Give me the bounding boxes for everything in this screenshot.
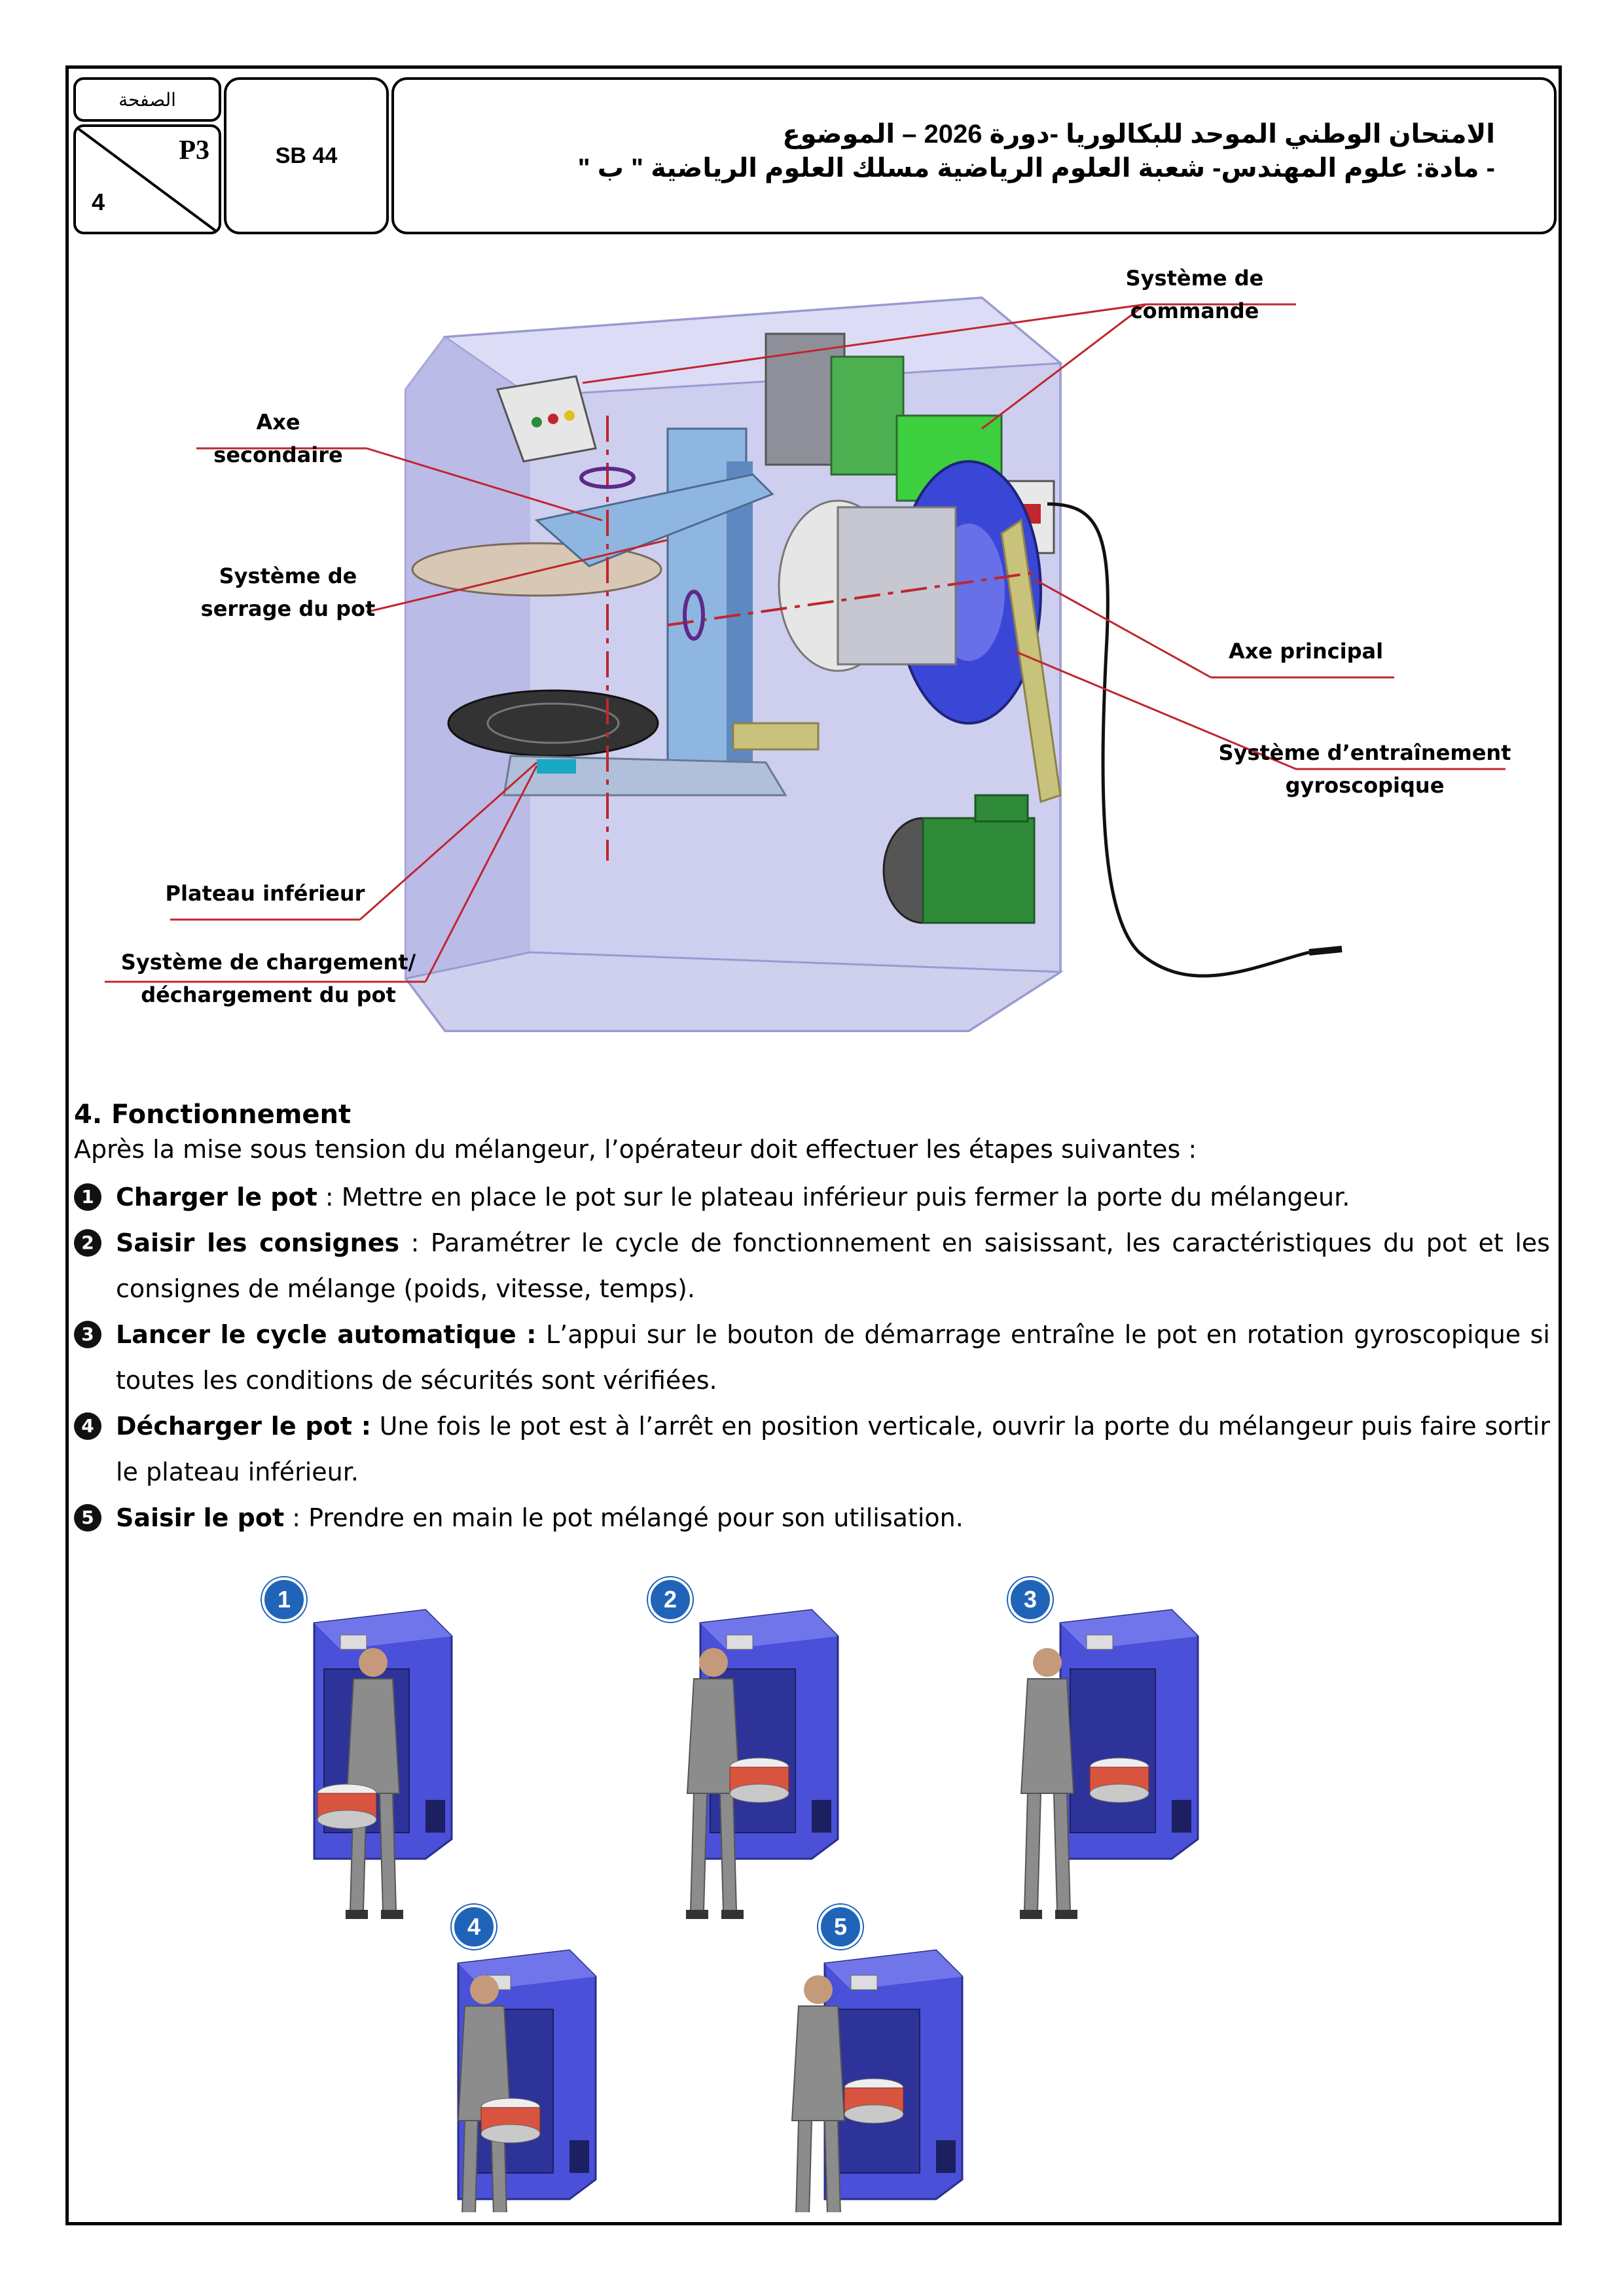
page-label: الصفحة: [118, 89, 176, 110]
step-badge-2: 2: [648, 1577, 693, 1622]
callout-systeme-entrainement: Système d’entraînement gyroscopique: [1211, 736, 1519, 802]
callout-axe-principal: Axe principal: [1228, 639, 1384, 664]
step-label: Décharger le pot :: [116, 1412, 371, 1441]
page-number: P3: [179, 135, 209, 166]
subject-code-box: SB 44: [224, 77, 389, 234]
fonctionnement-section: 4. Fonctionnement Après la mise sous ten…: [74, 1100, 1550, 1541]
step-4: 4 Décharger le pot : Une fois le pot est…: [74, 1403, 1550, 1495]
step-number-badge: 5: [74, 1504, 101, 1532]
step-3: 3 Lancer le cycle automatique : L’appui …: [74, 1312, 1550, 1403]
step-number-badge: 2: [74, 1229, 101, 1257]
step-number-badge: 3: [74, 1321, 101, 1348]
exam-title: الامتحان الوطني الموحد للبكالوريا -دورة …: [782, 120, 1495, 149]
mixer-diagram-image: [105, 296, 1506, 1032]
step-2: 2 Saisir les consignes : Paramétrer le c…: [74, 1220, 1550, 1312]
callout-systeme-chargement-line1: Système de chargement/: [120, 950, 416, 975]
callout-plateau-inferieur: Plateau inférieur: [165, 881, 365, 906]
page-number-box: P3 4: [73, 124, 221, 234]
step-label: Saisir le pot: [116, 1503, 285, 1532]
step-label: Charger le pot: [116, 1183, 317, 1211]
callout-systeme-entrainement-line1: Système d’entraînement: [1218, 740, 1511, 765]
page-frame: [65, 65, 1562, 2225]
step-text: Paramétrer le cycle de fonctionnement en…: [116, 1229, 1550, 1303]
mixer-diagram: Système de commande Axe secondaire Systè…: [79, 259, 1545, 1064]
section-title: 4. Fonctionnement: [74, 1100, 352, 1130]
step-illustrations-image: [313, 1609, 1199, 2247]
exam-subject: - مادة: علوم المهندس- شعبة العلوم الرياض…: [577, 154, 1495, 183]
callout-systeme-entrainement-line2: gyroscopique: [1285, 773, 1445, 798]
callout-systeme-serrage: Système de serrage du pot: [196, 560, 380, 625]
step-text: Mettre en place le pot sur le plateau in…: [341, 1183, 1350, 1211]
subject-code: SB 44: [275, 143, 338, 168]
callout-systeme-chargement-line2: déchargement du pot: [141, 982, 396, 1007]
step-1: 1 Charger le pot : Mettre en place le po…: [74, 1174, 1550, 1220]
callout-axe-secondaire: Axe secondaire: [213, 410, 343, 467]
step-number-badge: 1: [74, 1183, 101, 1211]
section-intro: Après la mise sous tension du mélangeur,…: [74, 1135, 1197, 1164]
step-badge-4: 4: [452, 1905, 496, 1949]
exam-title-box: الامتحان الوطني الموحد للبكالوريا -دورة …: [391, 77, 1557, 234]
diagonal-divider: [76, 127, 219, 232]
callout-systeme-serrage-line1: Système de: [219, 564, 357, 588]
callout-systeme-serrage-line2: serrage du pot: [200, 596, 376, 621]
callout-systeme-commande: Système de commande: [1125, 266, 1264, 323]
callout-systeme-chargement: Système de chargement/ déchargement du p…: [92, 946, 445, 1011]
step-badge-5: 5: [818, 1905, 863, 1949]
step-label: Lancer le cycle automatique :: [116, 1320, 537, 1349]
step-badge-1: 1: [262, 1577, 306, 1622]
step-number-badge: 4: [74, 1412, 101, 1440]
step-text: Une fois le pot est à l’arrêt en positio…: [116, 1412, 1550, 1486]
step-text: Prendre en main le pot mélangé pour son …: [308, 1503, 964, 1532]
page-total: 4: [92, 188, 105, 215]
step-label: Saisir les consignes: [116, 1229, 400, 1257]
page-label-box: الصفحة: [73, 77, 221, 122]
step-text: L’appui sur le bouton de démarrage entra…: [116, 1320, 1550, 1395]
step-illustrations: 1 2 3 4 5: [242, 1571, 1381, 2247]
step-5: 5 Saisir le pot : Prendre en main le pot…: [74, 1495, 1550, 1541]
step-badge-3: 3: [1008, 1577, 1053, 1622]
